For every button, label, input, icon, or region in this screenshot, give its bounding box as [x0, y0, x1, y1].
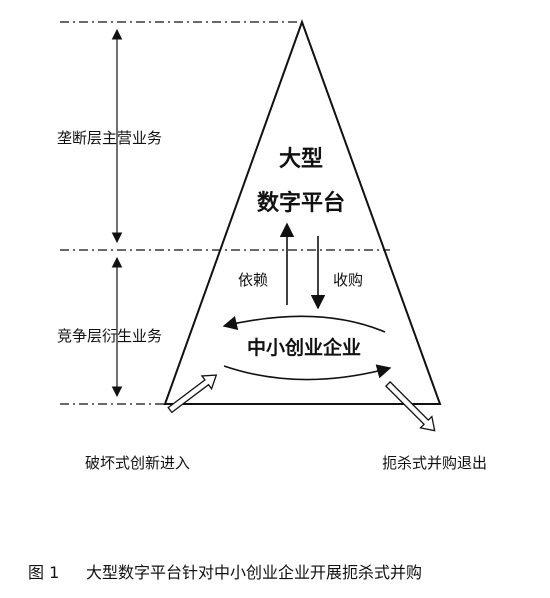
startup-label: 中小创业企业	[247, 336, 361, 359]
upper-zone-label: 垄断层主营业务	[57, 129, 162, 147]
platform-triangle	[163, 19, 442, 405]
platform-label-line1: 大型	[279, 147, 323, 172]
entry-label: 破坏式创新进入	[85, 454, 190, 472]
dependency-label: 依赖	[238, 271, 268, 289]
exit-label: 扼杀式并购退出	[382, 454, 487, 472]
figure-caption: 大型数字平台针对中小创业企业开展扼杀式并购	[86, 563, 422, 582]
acquisition-label: 收购	[333, 271, 363, 289]
cycle-bottom-arrow	[223, 364, 392, 381]
figure-number: 图 1	[28, 563, 59, 582]
lower-zone-label: 竞争层衍生业务	[57, 327, 162, 345]
exit-hollow-arrow	[384, 380, 436, 432]
platform-label-line2: 数字平台	[257, 190, 345, 216]
entry-hollow-arrow	[167, 374, 218, 414]
cycle-top-arrow	[222, 315, 386, 333]
